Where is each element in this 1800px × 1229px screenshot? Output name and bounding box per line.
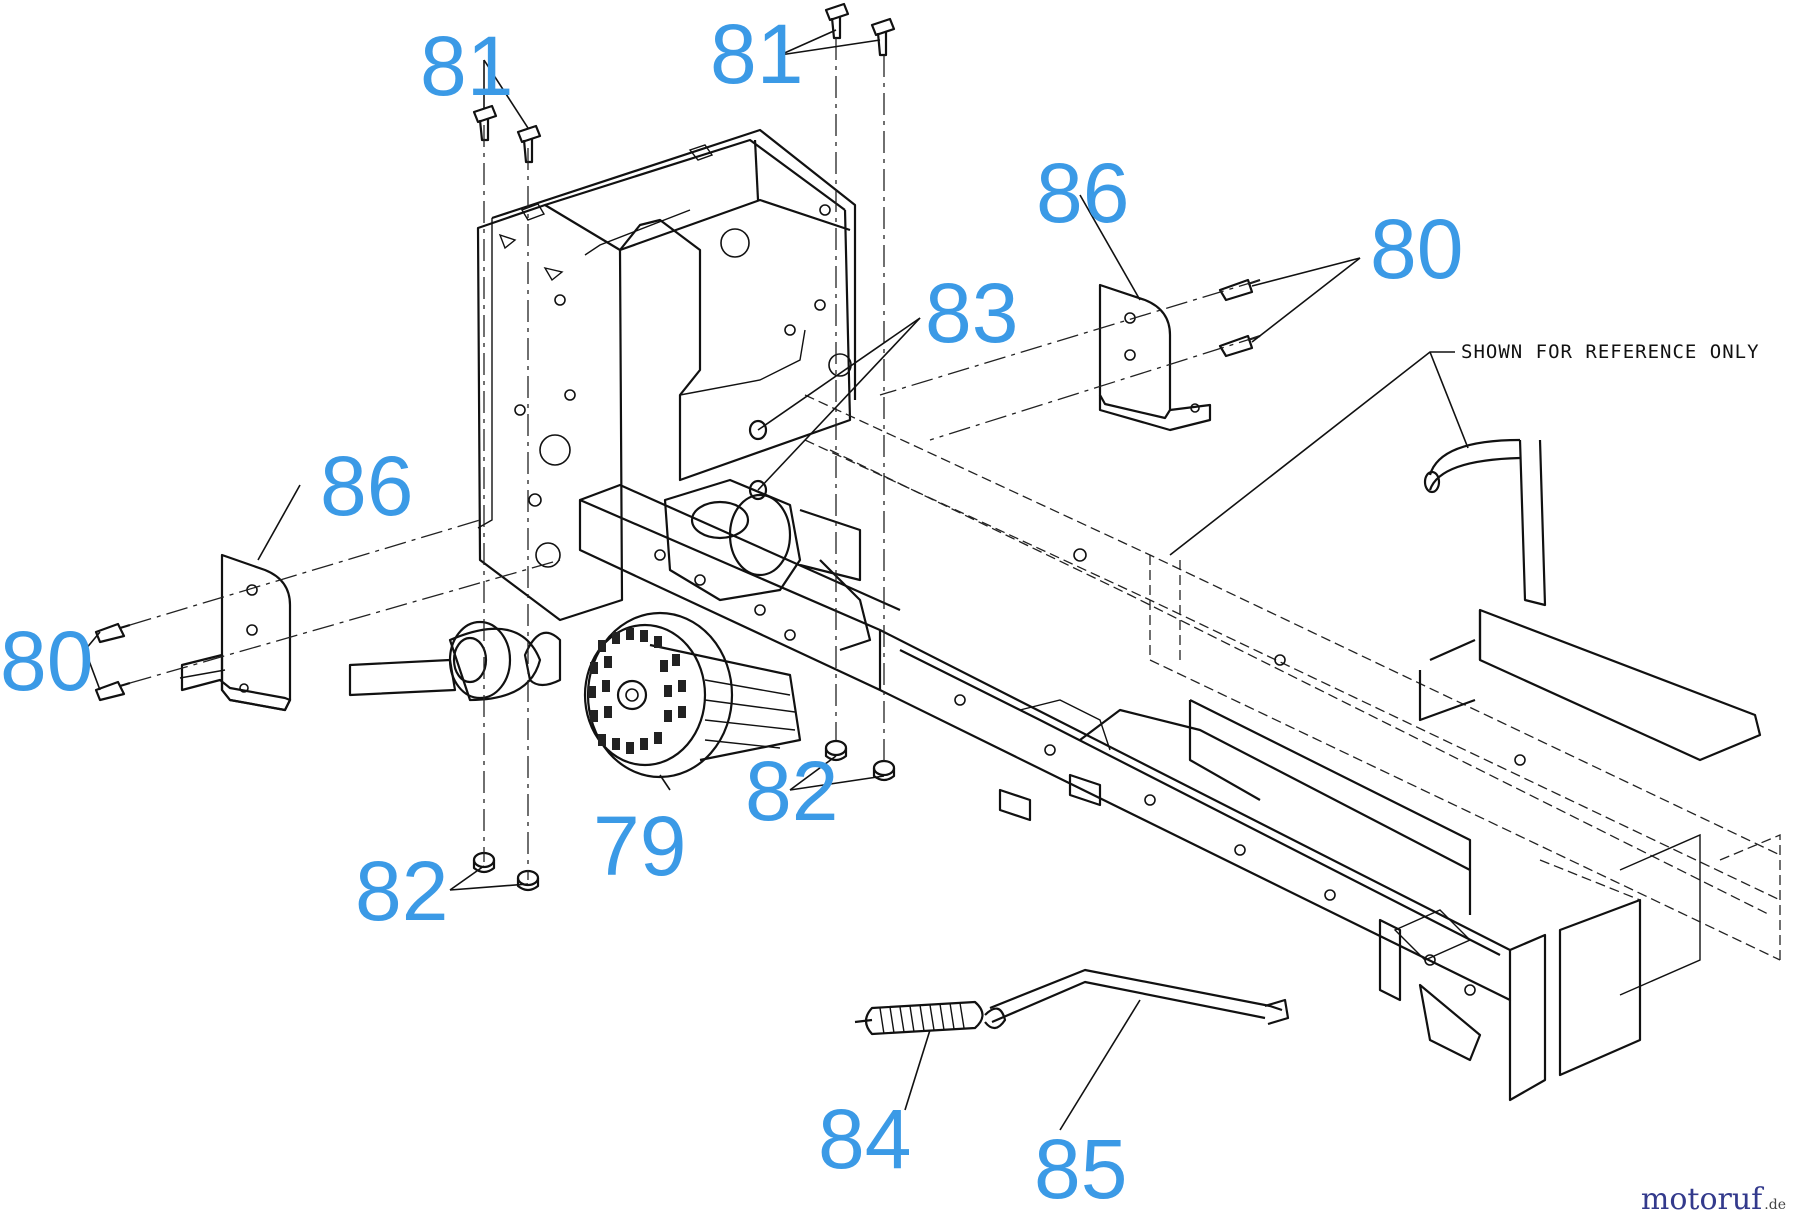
bolt-81-d: [870, 17, 896, 57]
callout-86-left: 86: [320, 439, 413, 533]
callout-82-left: 82: [355, 844, 448, 938]
watermark-brand: motoruf: [1640, 1182, 1763, 1217]
watermark-logo: motoruf.de: [1641, 1182, 1786, 1217]
callout-85: 85: [1034, 1122, 1127, 1216]
bolt-81-b: [516, 124, 542, 164]
brake-rod: [989, 968, 1290, 1026]
reference-rails: [804, 394, 1781, 961]
callout-79: 79: [593, 799, 686, 893]
spacer-bracket-left: [179, 553, 292, 712]
callout-86-right: 86: [1036, 146, 1129, 240]
callout-84: 84: [818, 1092, 911, 1186]
callout-81-top: 81: [710, 7, 803, 101]
leader-lines: [84, 29, 1469, 1131]
bolt-81-a: [472, 104, 498, 142]
watermark-tld: .de: [1764, 1197, 1786, 1213]
nut-82-c: [824, 739, 848, 762]
bolt-80-b: [94, 680, 131, 702]
bolt-81-c: [824, 2, 850, 40]
drive-motor: [583, 611, 802, 779]
callout-81-left: 81: [420, 19, 513, 113]
transaxle-assembly: [348, 478, 872, 702]
nut-83-b: [748, 479, 768, 501]
bolt-80-d: [1218, 334, 1261, 358]
centerlines: [129, 38, 1261, 880]
rear-frame-plate: [476, 128, 857, 622]
spacer-bracket-right: [1098, 283, 1212, 432]
bolt-80-a: [94, 622, 131, 644]
main-frame-rails: [578, 483, 1701, 1102]
nut-83-a: [748, 419, 768, 441]
callout-80-right: 80: [1370, 202, 1463, 296]
callout-80-left: 80: [0, 614, 93, 708]
bolt-80-c: [1218, 278, 1261, 302]
callout-83: 83: [925, 266, 1018, 360]
tension-spring: [854, 1000, 1007, 1036]
callout-82-right: 82: [745, 744, 838, 838]
callouts: 81 81 86 80 83 86 80 82 79 82 84 85 SHOW…: [0, 7, 1760, 1216]
reference-note: SHOWN FOR REFERENCE ONLY: [1461, 341, 1760, 363]
